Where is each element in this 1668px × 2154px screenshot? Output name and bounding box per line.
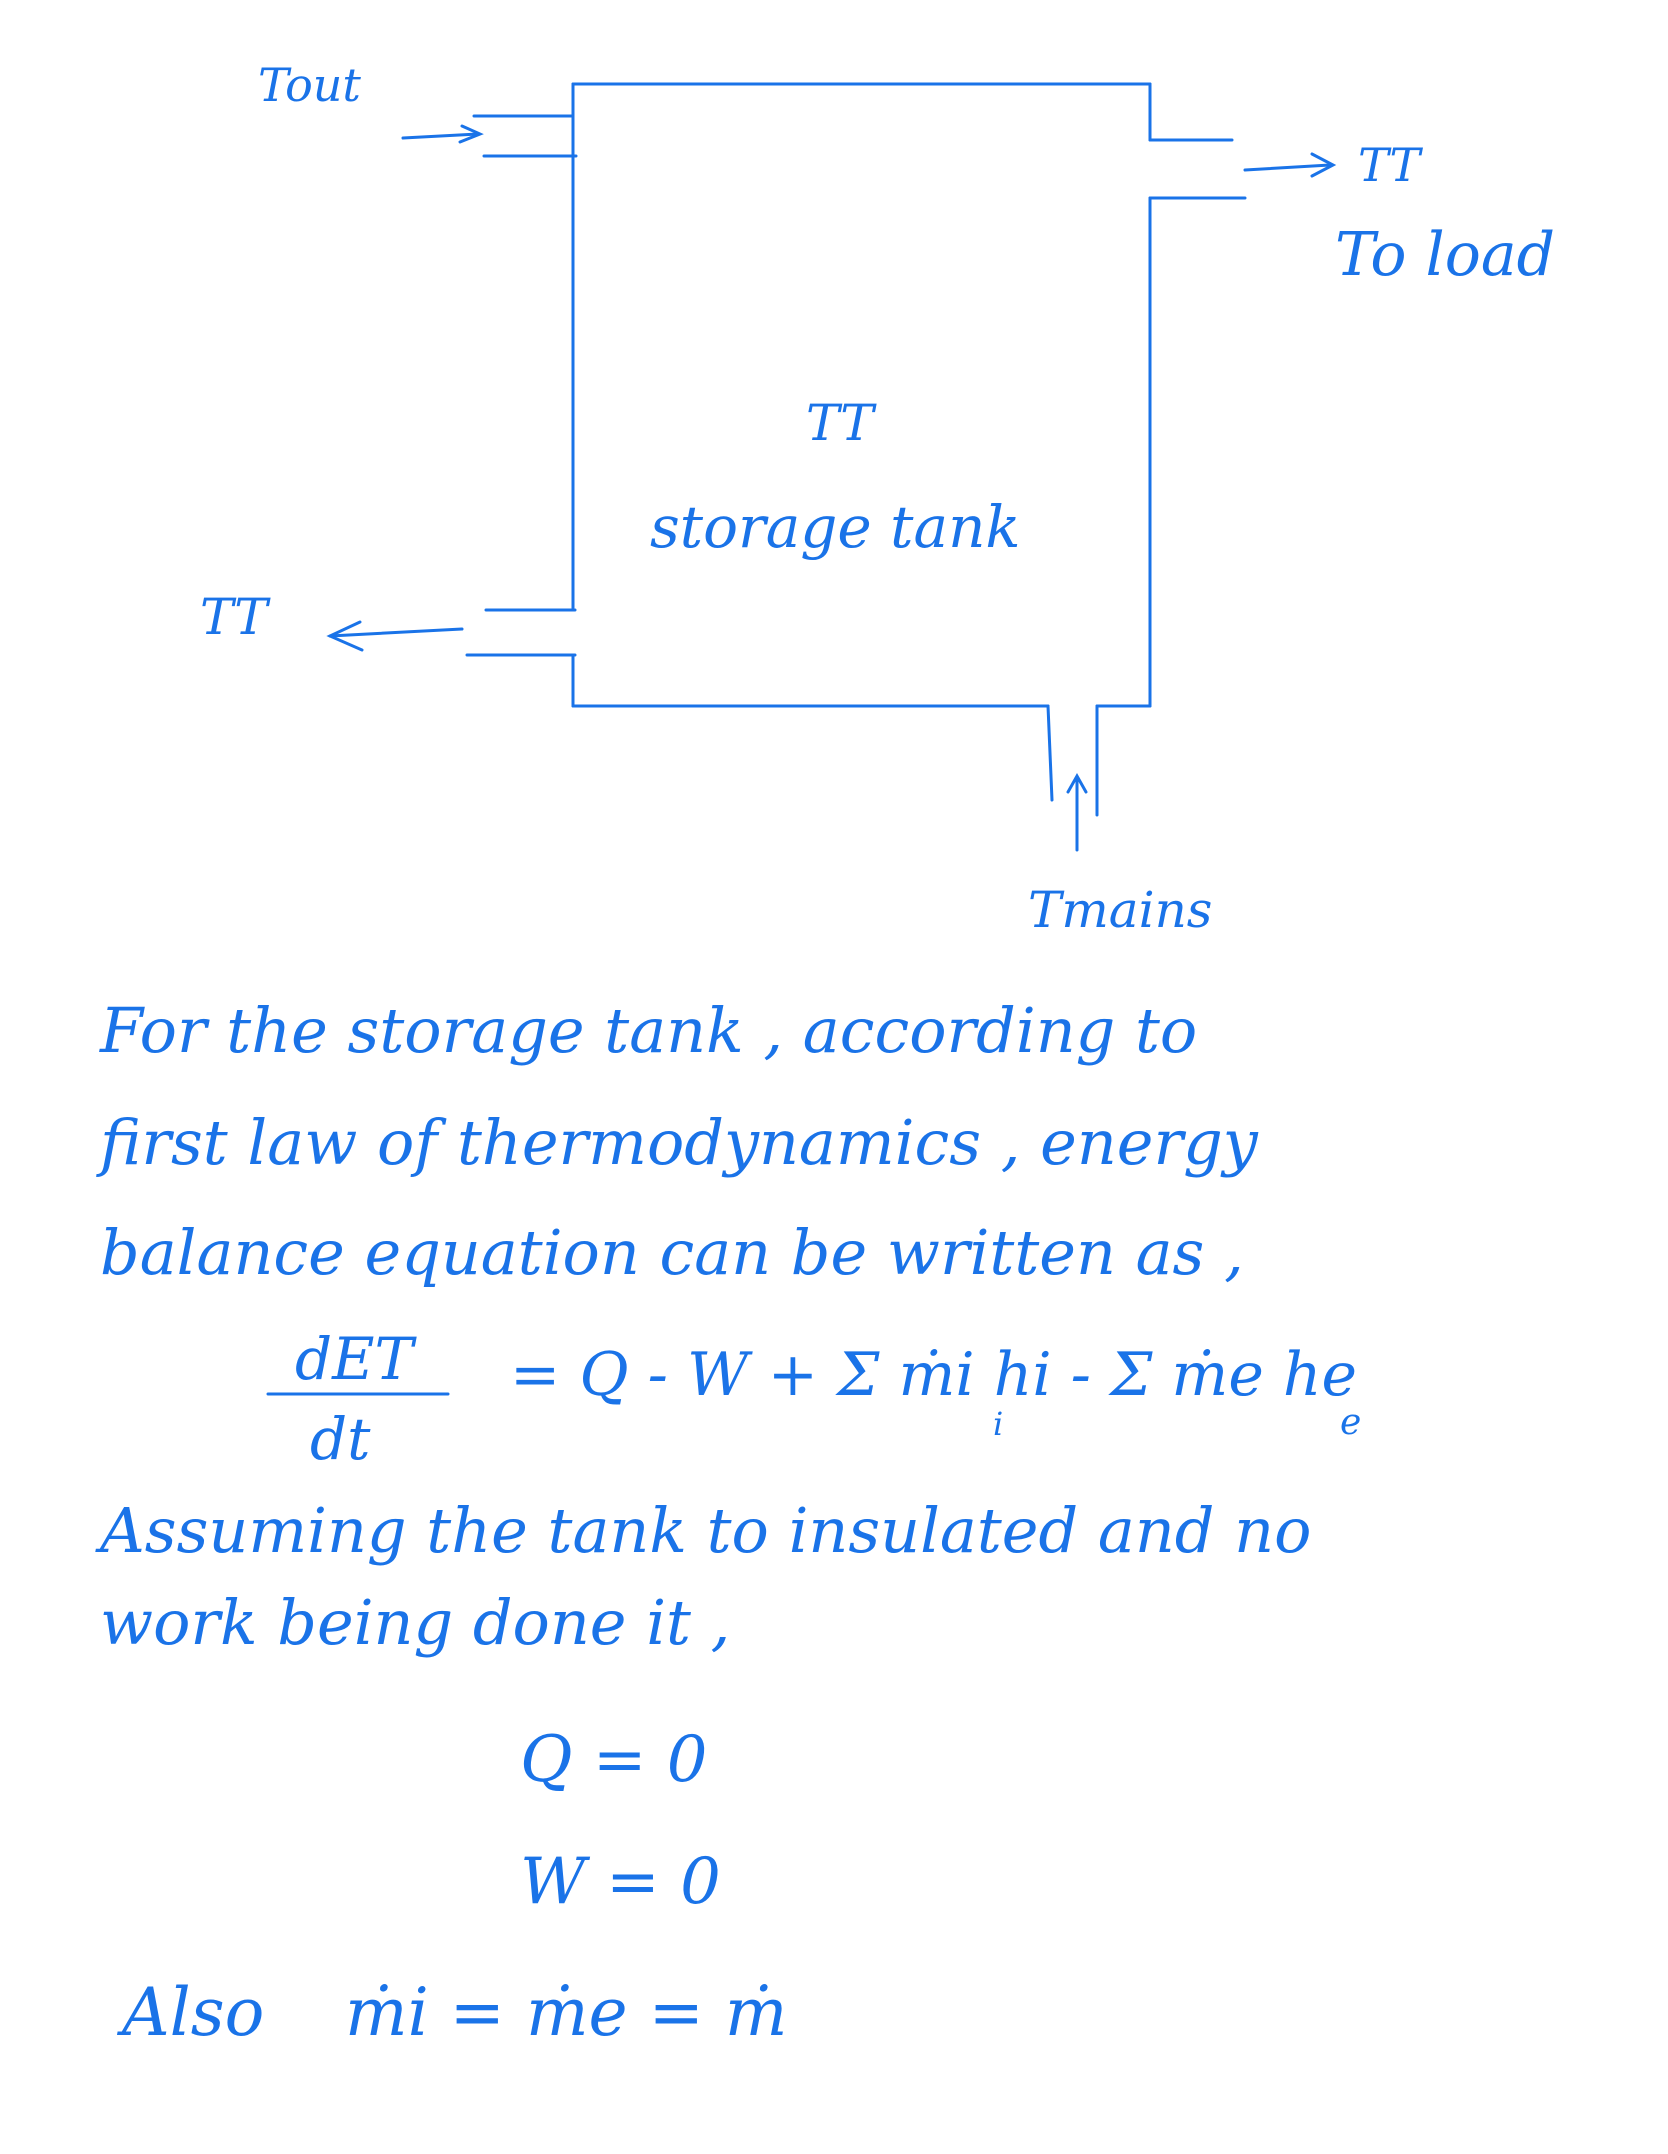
inlet-bottom-pipe-left xyxy=(1046,704,1054,802)
para1-line1: For the storage tank , according to xyxy=(100,994,1198,1067)
outlet-left-arrow-head xyxy=(326,620,364,652)
outlet-top-arrow-head xyxy=(1310,152,1337,178)
inlet-bottom-label: Tmains xyxy=(1028,881,1213,939)
energy-eq-sum-i: i xyxy=(993,1405,1004,1443)
equation-q-zero: Q = 0 xyxy=(520,1723,708,1797)
equation-mass-balance: ṁi = ṁe = ṁ xyxy=(345,1974,788,2051)
energy-eq-lhs-denominator: dt xyxy=(310,1405,371,1473)
para1-line3: balance equation can be written as , xyxy=(100,1216,1244,1289)
outlet-left-label: TT xyxy=(200,588,268,646)
equation-w-zero: W = 0 xyxy=(520,1845,721,1919)
energy-eq-sum-e: e xyxy=(1340,1402,1362,1443)
inlet-bottom-arrow-head xyxy=(1066,772,1088,794)
tank-drawing xyxy=(266,82,1337,1396)
inlet-top-arrow-shaft xyxy=(401,132,480,140)
para1-line2: first law of thermodynamics , energy xyxy=(100,1106,1258,1179)
energy-eq-lhs-numerator: dET xyxy=(295,1325,414,1393)
energy-eq-rhs: = Q - W + Σ ṁi hi - Σ ṁe he xyxy=(510,1340,1358,1410)
tank-temp-label: TT xyxy=(806,394,874,452)
para2-line1: Assuming the tank to insulated and no xyxy=(100,1494,1312,1567)
outlet-left-arrow-shaft xyxy=(328,627,464,638)
outlet-top-sublabel: To load xyxy=(1335,220,1556,290)
outlet-top-arrow-shaft xyxy=(1243,163,1332,172)
outlet-top-label: TT xyxy=(1358,138,1421,192)
also-label: Also xyxy=(122,1974,265,2051)
para2-line2: work being done it , xyxy=(100,1586,731,1659)
inlet-top-arrow-head xyxy=(458,124,484,144)
inlet-top-label: Tout xyxy=(258,58,361,112)
tank-name-label: storage tank xyxy=(650,493,1021,561)
